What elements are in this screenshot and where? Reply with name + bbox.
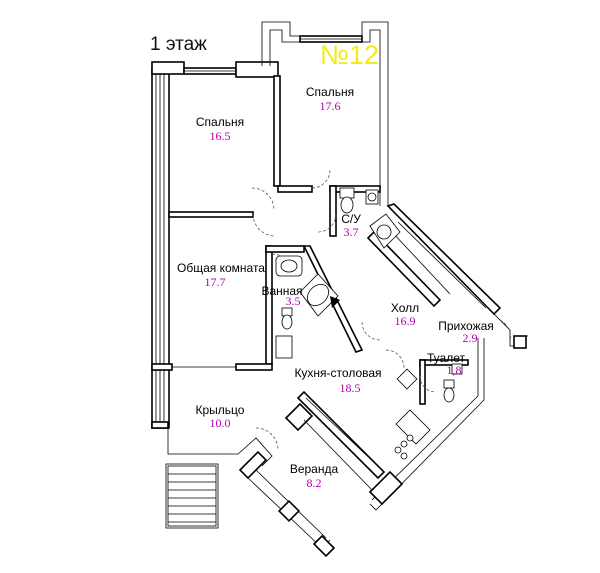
top-pier [235, 61, 279, 78]
wc-diagonal-wall [366, 230, 442, 308]
door-swings [251, 169, 511, 451]
room-name: Кухня-столовая [294, 366, 381, 380]
room-name: Спальня [196, 115, 244, 129]
room-name: Веранда [290, 462, 339, 476]
left-top-wall [151, 61, 185, 75]
room-name: Крыльцо [196, 403, 245, 417]
living-right-wall [265, 245, 273, 365]
toilet-left-wall [419, 359, 426, 405]
hall-diagonal-outer [386, 203, 502, 316]
room-area: 16.9 [395, 314, 416, 328]
fixtures [275, 187, 463, 460]
room-area: 18.5 [340, 381, 361, 395]
veranda-walls [238, 402, 404, 558]
kitchen-diagonal-wall [296, 390, 386, 480]
left-window-strip [151, 67, 170, 429]
bath-toilet-icon [281, 307, 293, 330]
toilet-room-wc-icon [443, 379, 455, 403]
right-outer-wall [369, 338, 485, 511]
room-label-entrance: Прихожая 2.9 [438, 319, 494, 345]
room-label-veranda: Веранда 8.2 [290, 462, 339, 490]
partition-bedroom-living [168, 211, 254, 218]
room-name: Прихожая [438, 319, 494, 333]
wc-left-wall [329, 185, 337, 237]
room-name: Общая комната [177, 261, 265, 275]
room-name: Спальня [306, 85, 354, 99]
kitchen-top-pier [235, 363, 273, 371]
bay-wall-right [361, 21, 389, 206]
entrance-pier [513, 335, 527, 349]
room-name: Ванная [261, 284, 302, 298]
room-area: 8.2 [307, 476, 322, 490]
room-area: 3.7 [344, 225, 359, 239]
toilet-room-sink-icon [451, 363, 463, 375]
room-name: Туалет [427, 351, 465, 365]
room-name: С/У [341, 212, 361, 226]
porch-step-right [237, 437, 273, 467]
room-label-bedroom-left: Спальня 16.5 [196, 115, 244, 143]
room-area: 16.5 [210, 129, 231, 143]
bay-wall-left [261, 21, 300, 66]
room-area: 17.6 [320, 99, 341, 113]
room-area: 17.7 [205, 275, 226, 289]
room-area: 10.0 [210, 416, 231, 430]
bath-top-wall [265, 245, 305, 253]
porch-left-wall [152, 427, 238, 455]
room-name: Холл [391, 301, 419, 315]
room-area: 3.5 [286, 294, 301, 308]
room-label-bathroom: Ванная 3.5 [261, 284, 302, 308]
washer-icon [275, 335, 293, 359]
basin-icon [275, 255, 303, 277]
room-label-toilet: Туалет 1,8 [427, 351, 465, 377]
bedroom-bottom-wall [277, 185, 313, 193]
room-label-living-room: Общая комната 17.7 [177, 261, 265, 289]
room-label-wc: С/У 3.7 [341, 212, 361, 239]
porch-corner [151, 421, 169, 429]
partition-bedrooms [273, 75, 281, 187]
floor-title: 1 этаж [150, 34, 207, 55]
stairs [165, 463, 219, 529]
room-label-kitchen: Кухня-столовая 18.5 [294, 366, 381, 395]
room-label-porch: Крыльцо 10.0 [196, 403, 245, 430]
shower-icon [369, 213, 401, 249]
bathtub-icon [299, 273, 340, 317]
plan-number: №12 [320, 40, 379, 70]
kitchen-counter [394, 368, 431, 460]
toilet-icon [339, 187, 355, 214]
room-area: 1,8 [447, 363, 462, 377]
room-area: 2.9 [463, 331, 478, 345]
walls [151, 21, 528, 558]
porch-top-wall-left [151, 363, 173, 371]
room-label-hall: Холл 16.9 [391, 301, 419, 328]
room-label-bedroom-right: Спальня 17.6 [306, 85, 354, 113]
